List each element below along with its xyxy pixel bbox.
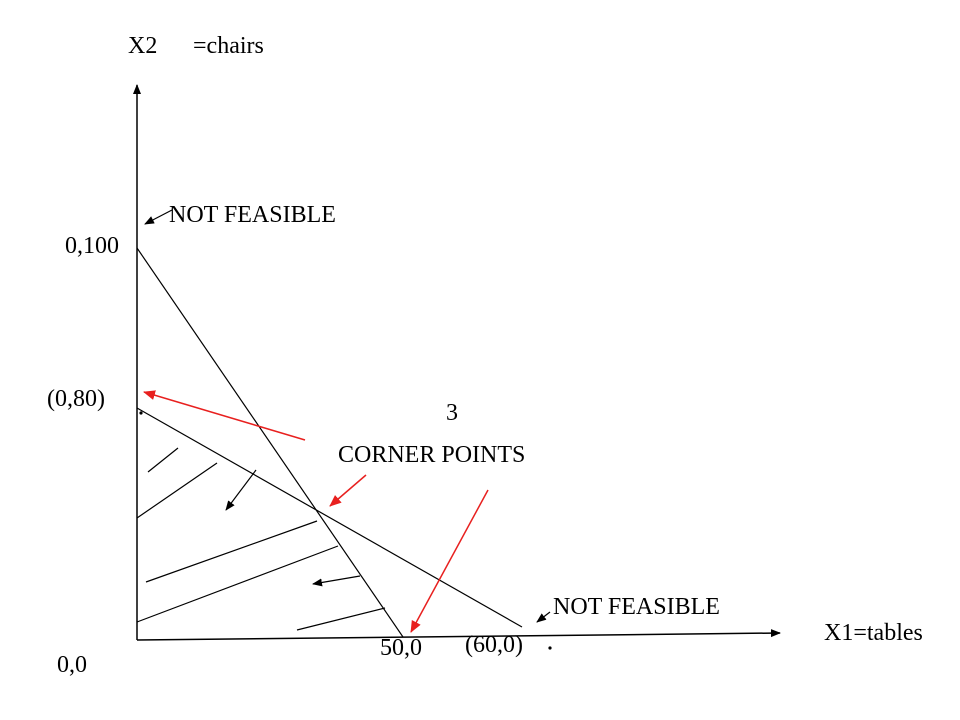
not-feasible-pointer-arrow xyxy=(144,209,173,225)
hatch-line xyxy=(296,607,386,631)
not-feasible-pointer-arrow xyxy=(536,611,551,623)
corner-arrow-to-50-0 xyxy=(410,489,489,633)
corner-point-arrows xyxy=(143,390,489,633)
x-axis-label: X1=tables xyxy=(824,620,923,646)
not-feasible-label-top: NOT FEASIBLE xyxy=(169,202,336,228)
feasible-region-hatching xyxy=(136,447,386,631)
hatch-line xyxy=(136,545,339,623)
direction-arrow xyxy=(312,575,361,587)
corner-arrow-to-intersection xyxy=(329,474,367,507)
origin-label: 0,0 xyxy=(57,652,87,678)
x-axis xyxy=(136,629,781,641)
not-feasible-label-bottom: NOT FEASIBLE xyxy=(553,594,720,620)
direction-arrow xyxy=(225,469,257,511)
y-axis-label-variable: X2 xyxy=(128,33,157,59)
hatch-line xyxy=(147,447,179,473)
y-intercept-label-top: 0,100 xyxy=(65,233,119,259)
constraint-line-steep xyxy=(136,247,404,638)
corner-points-label: CORNER POINTS xyxy=(338,442,525,468)
x-intercept-label-50: 50,0 xyxy=(380,635,422,661)
hatch-line xyxy=(145,520,318,583)
y-intercept-label-mid: (0,80) xyxy=(47,386,105,412)
x-intercept-label-60: (60,0) xyxy=(465,632,523,658)
y-axis-label-meaning: =chairs xyxy=(193,33,264,59)
point-marker-60-0 xyxy=(548,646,552,650)
corner-arrow-to-0-80 xyxy=(143,390,306,441)
corner-count-label: 3 xyxy=(446,400,458,426)
constraint-line-shallow xyxy=(136,407,523,628)
point-marker-0-80 xyxy=(139,411,143,415)
hatch-line xyxy=(136,462,218,519)
